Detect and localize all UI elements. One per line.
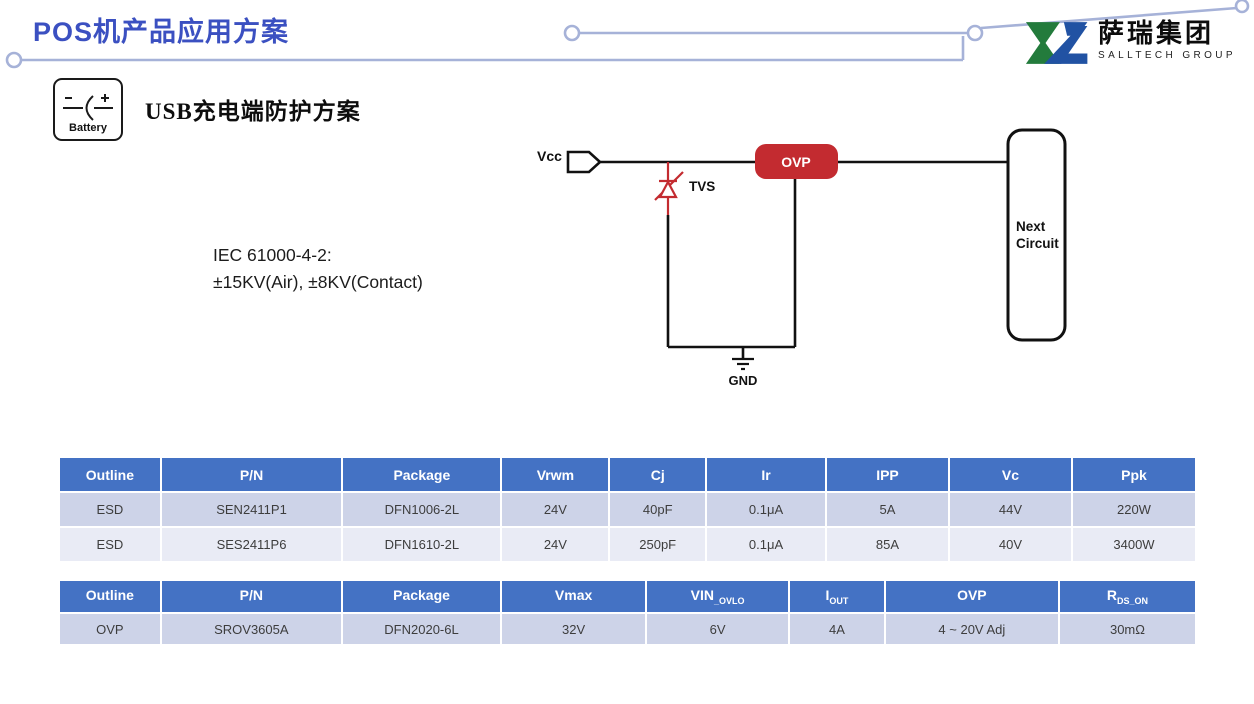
battery-card: Battery bbox=[53, 78, 123, 141]
col-header-pn: P/N bbox=[161, 458, 342, 491]
cell: 4 ~ 20V Adj bbox=[885, 614, 1058, 644]
gnd-label: GND bbox=[729, 373, 758, 388]
circuit-diagram: Vcc TVS OVP GND Next Circuit bbox=[537, 128, 1067, 388]
table-row: ESD SES2411P6 DFN1610-2L 24V 250pF 0.1μA… bbox=[60, 528, 1195, 561]
table-header-row: Outline P/N Package Vmax VIN_OVLO IOUT O… bbox=[60, 581, 1195, 612]
iec-note-line2: ±15KV(Air), ±8KV(Contact) bbox=[213, 272, 423, 292]
trace-node-mid-left bbox=[563, 24, 581, 42]
page-title: POS机产品应用方案 bbox=[33, 17, 290, 47]
cell: 3400W bbox=[1072, 528, 1195, 561]
cell: 40pF bbox=[610, 493, 706, 526]
col-header-vmax: Vmax bbox=[502, 581, 646, 612]
logo-blue-diagonal-shape bbox=[1044, 26, 1088, 64]
trace-node-mid-right bbox=[966, 24, 984, 42]
cell: 0.1μA bbox=[707, 528, 826, 561]
logo-en-text: SALLTECH GROUP bbox=[1098, 50, 1236, 61]
battery-symbol-icon bbox=[63, 94, 113, 121]
cell: DFN1006-2L bbox=[343, 493, 501, 526]
tvs-label: TVS bbox=[689, 179, 715, 194]
ovp-block bbox=[755, 144, 838, 179]
ground-icon bbox=[732, 357, 754, 371]
trace-node-left bbox=[5, 51, 23, 69]
logo-blue-foot-shape bbox=[1059, 53, 1088, 64]
logo-blue-top-shape bbox=[1063, 22, 1088, 36]
next-circuit-box bbox=[1006, 128, 1067, 342]
next-circuit-label-line2: Circuit bbox=[1016, 236, 1059, 251]
company-logo: 萨瑞集团 SALLTECH GROUP bbox=[1022, 18, 1237, 70]
col-header-ipp: IPP bbox=[827, 458, 948, 491]
next-circuit-label-line1: Next bbox=[1016, 219, 1046, 234]
table-header-row: Outline P/N Package Vrwm Cj Ir IPP Vc Pp… bbox=[60, 458, 1195, 491]
ovp-spec-table: Outline P/N Package Vmax VIN_OVLO IOUT O… bbox=[58, 579, 1197, 646]
cell: ESD bbox=[60, 493, 160, 526]
cell: 32V bbox=[502, 614, 646, 644]
cell: OVP bbox=[60, 614, 160, 644]
col-header-ovp: OVP bbox=[885, 581, 1058, 612]
salltech-logo-icon bbox=[1025, 22, 1088, 64]
trace-node-top-right bbox=[1234, 0, 1250, 14]
cell: DFN2020-6L bbox=[342, 614, 501, 644]
tvs-anode-triangle bbox=[658, 179, 678, 199]
cell: 5A bbox=[827, 493, 948, 526]
col-header-ir: Ir bbox=[707, 458, 826, 491]
col-header-iout: IOUT bbox=[790, 581, 884, 612]
cell: SEN2411P1 bbox=[161, 493, 342, 526]
vcc-label: Vcc bbox=[537, 148, 562, 164]
table-row: OVP SROV3605A DFN2020-6L 32V 6V 4A 4 ~ 2… bbox=[60, 614, 1195, 644]
cell: DFN1610-2L bbox=[343, 528, 501, 561]
cell: 24V bbox=[502, 493, 609, 526]
cell: 4A bbox=[790, 614, 884, 644]
section-title: USB充电端防护方案 bbox=[145, 99, 361, 124]
cell: 0.1μA bbox=[707, 493, 826, 526]
cell: 30mΩ bbox=[1059, 614, 1195, 644]
table-row: ESD SEN2411P1 DFN1006-2L 24V 40pF 0.1μA … bbox=[60, 493, 1195, 526]
header-trace-decoration bbox=[5, 0, 1250, 69]
logo-green-shape bbox=[1025, 22, 1060, 64]
logo-cn-text: 萨瑞集团 bbox=[1098, 18, 1215, 48]
col-header-package: Package bbox=[343, 458, 501, 491]
col-header-outline: Outline bbox=[60, 458, 160, 491]
cell: 24V bbox=[502, 528, 609, 561]
cell: 40V bbox=[949, 528, 1071, 561]
trace-line-diagonal bbox=[980, 6, 1238, 30]
ovp-block-label: OVP bbox=[781, 154, 811, 170]
cell: 250pF bbox=[610, 528, 706, 561]
vcc-connector-icon bbox=[566, 150, 602, 174]
col-header-outline: Outline bbox=[60, 581, 160, 612]
cell: 220W bbox=[1072, 493, 1195, 526]
col-header-pn: P/N bbox=[161, 581, 341, 612]
col-header-vin-ovlo: VIN_OVLO bbox=[647, 581, 789, 612]
esd-spec-table: Outline P/N Package Vrwm Cj Ir IPP Vc Pp… bbox=[58, 456, 1197, 563]
battery-label: Battery bbox=[69, 122, 107, 134]
col-header-package: Package bbox=[342, 581, 501, 612]
col-header-cj: Cj bbox=[610, 458, 706, 491]
col-header-vc: Vc bbox=[949, 458, 1071, 491]
cell: 85A bbox=[827, 528, 948, 561]
cell: SES2411P6 bbox=[161, 528, 342, 561]
iec-note-line1: IEC 61000-4-2: bbox=[213, 245, 332, 265]
col-header-vrwm: Vrwm bbox=[502, 458, 609, 491]
cell: 6V bbox=[647, 614, 789, 644]
cell: SROV3605A bbox=[161, 614, 341, 644]
col-header-ppk: Ppk bbox=[1072, 458, 1195, 491]
cell: ESD bbox=[60, 528, 160, 561]
col-header-rds-on: RDS_ON bbox=[1059, 581, 1195, 612]
cell: 44V bbox=[949, 493, 1071, 526]
iec-note: IEC 61000-4-2: ±15KV(Air), ±8KV(Contact) bbox=[213, 242, 423, 296]
